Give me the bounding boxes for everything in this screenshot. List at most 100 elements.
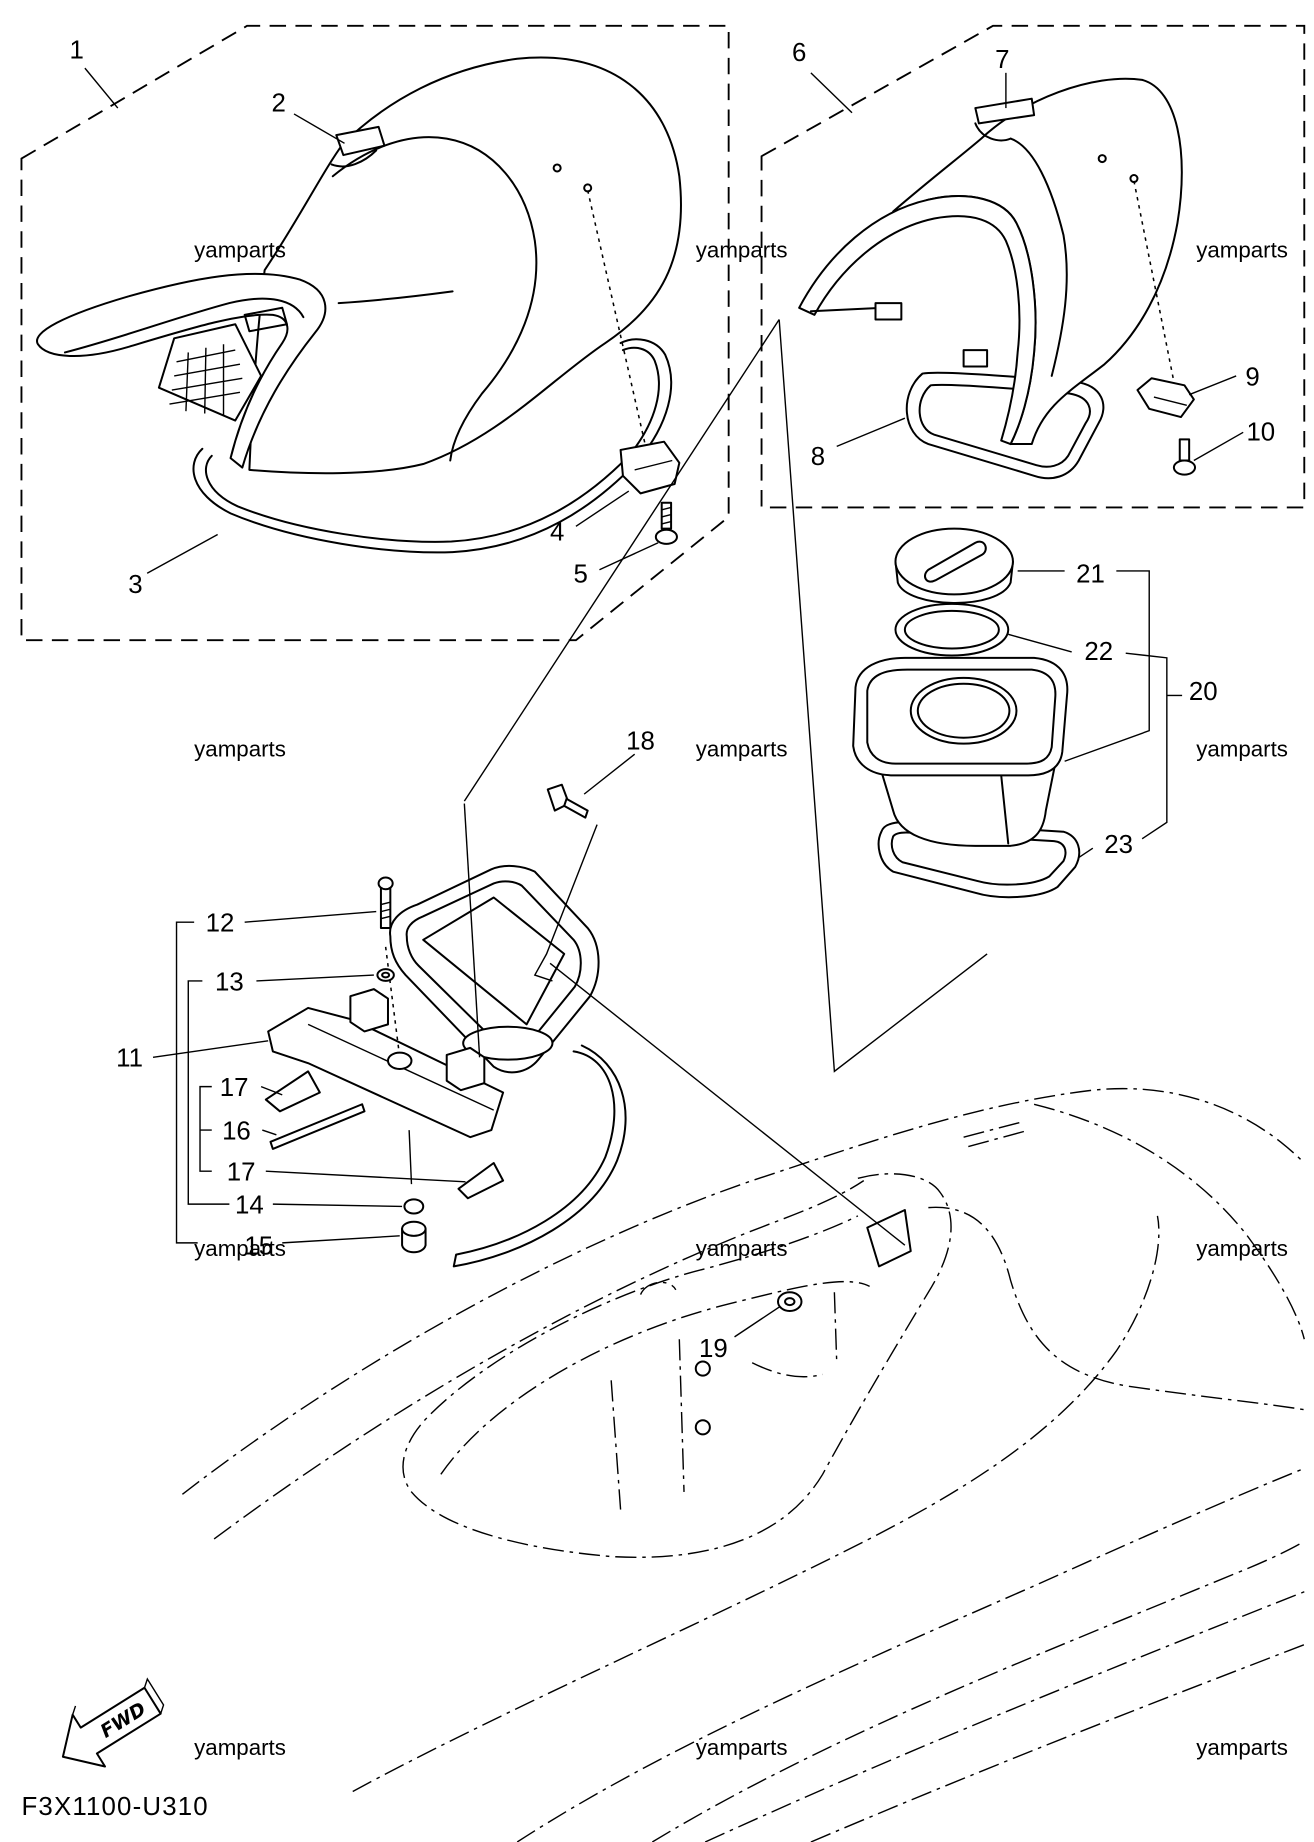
seat-clip-hook	[330, 149, 378, 168]
callout-13: 13	[215, 968, 244, 996]
hull-side-line	[352, 1215, 1160, 1793]
seat-clip-part-2	[335, 125, 386, 157]
seat-grab-handle-slot	[243, 306, 288, 333]
callout-4: 4	[550, 518, 564, 546]
seat-bracket-part-4	[619, 440, 681, 495]
callout-8: 8	[811, 443, 825, 471]
callout-21: 21	[1076, 561, 1105, 589]
storage-compartment-assembly	[852, 527, 1081, 899]
rear-seat-base-ring-outer	[905, 371, 1105, 480]
leader-23	[1078, 847, 1094, 859]
seat-base-ring-inner	[204, 346, 660, 543]
bracket-group-17	[199, 1085, 212, 1172]
leader-10	[1193, 431, 1244, 462]
rear-seat-front-lip	[798, 195, 1037, 446]
bolt-part-12-thread	[380, 901, 391, 920]
leader-lines	[84, 67, 1244, 1338]
seat-grab-handle-inner	[63, 297, 305, 354]
seat-rib-lines	[169, 344, 243, 416]
leader-8	[836, 417, 906, 448]
rear-seat-cushion-line	[1009, 137, 1068, 377]
callout-6: 6	[792, 39, 806, 67]
leader-4	[575, 490, 630, 527]
rear-seat-tab	[874, 302, 903, 321]
fwd-arrow-shape	[61, 1686, 162, 1768]
leader-17-upper	[260, 1085, 283, 1096]
leader-13	[256, 974, 374, 982]
leader-3	[146, 533, 218, 574]
leader-14	[272, 1203, 403, 1208]
leader-12	[244, 910, 377, 923]
seat-bolt-part-5-head	[654, 528, 678, 545]
leader-5	[599, 542, 659, 571]
bolt-axis	[384, 946, 401, 1058]
callout-7: 7	[995, 46, 1009, 74]
rear-seat-base-ring-inner	[918, 383, 1091, 468]
hull-side-stripe	[516, 1467, 1305, 1842]
grommet-part-19	[777, 1291, 803, 1313]
watermark: yamparts	[194, 1735, 286, 1760]
callout-11: 11	[116, 1045, 143, 1073]
strip-part-17-upper	[264, 1070, 321, 1113]
seat-mount-axis	[586, 190, 650, 461]
watermark: yamparts	[194, 737, 286, 762]
tray-rim-inner	[405, 880, 582, 1053]
grommet-part-19-hole	[784, 1297, 796, 1307]
hull-seat-recess	[402, 1173, 952, 1558]
guide-line	[463, 803, 481, 1058]
hull-latch-plate	[866, 1208, 912, 1268]
callout-3: 3	[128, 571, 142, 599]
callout-labels: 1 2 3 4 5 6 7 8 9 10 11 12 13 14 15 16 1…	[69, 37, 1275, 1363]
leader-1	[84, 67, 119, 109]
watermark: yamparts	[1196, 1236, 1288, 1261]
diagram-code: F3X1100-U310	[21, 1793, 208, 1821]
seat-cover-outline	[248, 56, 682, 475]
watermark: yamparts	[1196, 737, 1288, 762]
callout-19: 19	[699, 1335, 728, 1363]
rear-seat-mount-axis	[1133, 180, 1176, 388]
watermarks: yamparts yamparts yamparts yamparts yamp…	[194, 237, 1288, 1760]
watermark: yamparts	[194, 237, 286, 262]
bracket-block	[445, 1046, 486, 1092]
callout-5: 5	[573, 561, 587, 589]
hull-side-stripe	[704, 1591, 1305, 1842]
front-seat-assembly	[36, 56, 682, 554]
group-box-seat-1	[20, 24, 730, 642]
seat-underside-ribs	[157, 323, 263, 422]
hull-boss	[694, 1360, 711, 1377]
callout-17-upper: 17	[220, 1074, 249, 1102]
bracket-part-11	[267, 1006, 505, 1139]
strip-part-16	[269, 1103, 366, 1150]
callout-20: 20	[1189, 678, 1218, 706]
rear-seat-tab	[962, 349, 989, 368]
assembly-guide-lines	[463, 319, 988, 1246]
rear-seat-bracket-part-9	[1136, 377, 1195, 419]
hull-handle-slot	[639, 1281, 677, 1295]
nut-part-15-top	[401, 1220, 427, 1237]
seat-base-ring-outer	[192, 338, 673, 554]
hull-deck-edge	[181, 1087, 1305, 1495]
gasket-part-23-inner	[890, 831, 1067, 886]
group-box-seat-6	[760, 24, 1306, 509]
seat-cushion-line	[337, 290, 454, 305]
hull-boss	[694, 1419, 711, 1436]
hull-outline	[181, 1087, 1305, 1842]
guide-line	[778, 319, 988, 1073]
callout-15: 15	[244, 1233, 273, 1261]
watermark: yamparts	[1196, 237, 1288, 262]
hull-recess-inner	[440, 1280, 870, 1475]
leader-11	[152, 1040, 269, 1058]
hull-front-curve	[1033, 1103, 1305, 1340]
compartment-rim-inner	[866, 668, 1057, 765]
bolt-part-18-axis	[533, 824, 598, 982]
bolt-part-12-head	[377, 876, 394, 891]
leader-16	[262, 1129, 277, 1136]
callout-12: 12	[206, 910, 235, 938]
rear-seat-lip-edge	[809, 306, 885, 313]
hull-recess-ledge	[751, 1362, 823, 1378]
hull-side-stripe	[810, 1643, 1305, 1842]
leader-18	[583, 753, 636, 795]
leader-9	[1188, 375, 1237, 396]
rack-lip-strip	[452, 1044, 627, 1268]
